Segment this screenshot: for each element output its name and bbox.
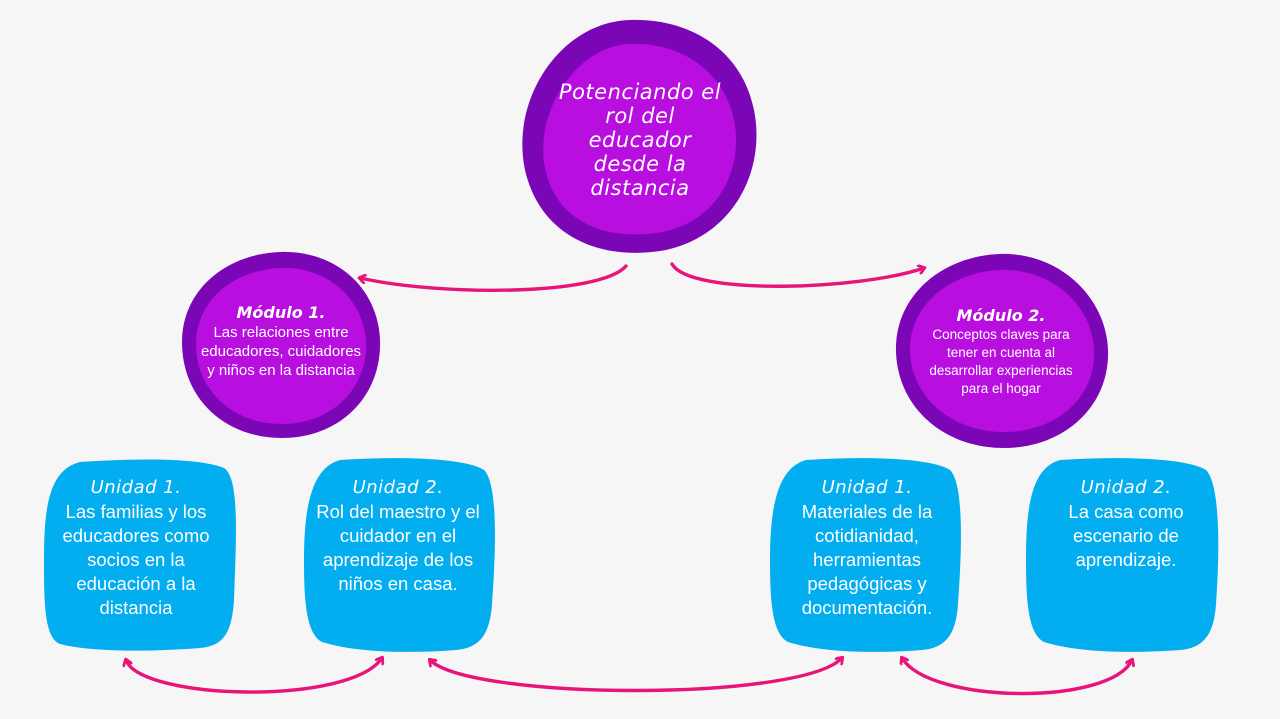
unit-2-node: Unidad 2. Rol del maestro y el cuidador … (312, 476, 484, 624)
unit-box-1 (44, 459, 236, 651)
unit-1-title: Unidad 1. (90, 477, 182, 498)
module-1-body: Las relaciones entre educadores, cuidado… (200, 323, 362, 379)
unit-3-body: Materiales de la cotidianidad, herramien… (801, 501, 933, 618)
module-2-title: Módulo 2. (956, 306, 1046, 325)
center-circle (522, 19, 757, 253)
center-title: Potenciando el rol del educador desde la… (558, 80, 722, 200)
unit-4-node: Unidad 2. La casa como escenario de apre… (1040, 476, 1212, 624)
unit-box-2 (304, 458, 495, 652)
unit-box-3 (770, 458, 961, 652)
module-2-node: Módulo 2. Conceptos claves para tener en… (918, 296, 1084, 408)
unit-3-node: Unidad 1. Materiales de la cotidianidad,… (778, 476, 956, 624)
arrow-unit-1-unit-2 (126, 658, 382, 694)
arrow-center-to-module-1 (360, 264, 628, 292)
unit-2-body: Rol del maestro y el cuidador en el apre… (316, 501, 480, 594)
unit-1-node: Unidad 1. Las familias y los educadores … (52, 476, 220, 624)
module-2-body: Conceptos claves para tener en cuenta al… (929, 327, 1073, 396)
arrow-center-to-module-2 (670, 262, 924, 288)
center-node: Potenciando el rol del educador desde la… (555, 78, 725, 202)
unit-1-body: Las familias y los educadores como socio… (62, 501, 210, 618)
unit-4-title: Unidad 2. (1080, 477, 1172, 498)
module-2-circle (895, 253, 1109, 448)
module-1-title: Módulo 1. (236, 302, 326, 322)
arrow-unit-2-unit-3 (430, 658, 842, 693)
unit-2-title: Unidad 2. (352, 477, 444, 498)
module-1-circle (182, 251, 381, 438)
arrow-unit-3-unit-4 (902, 658, 1132, 696)
unit-4-body: La casa como escenario de aprendizaje. (1068, 501, 1184, 570)
unit-3-title: Unidad 1. (821, 477, 913, 498)
unit-box-4 (1026, 458, 1219, 652)
module-1-node: Módulo 1. Las relaciones entre educadore… (200, 288, 362, 394)
